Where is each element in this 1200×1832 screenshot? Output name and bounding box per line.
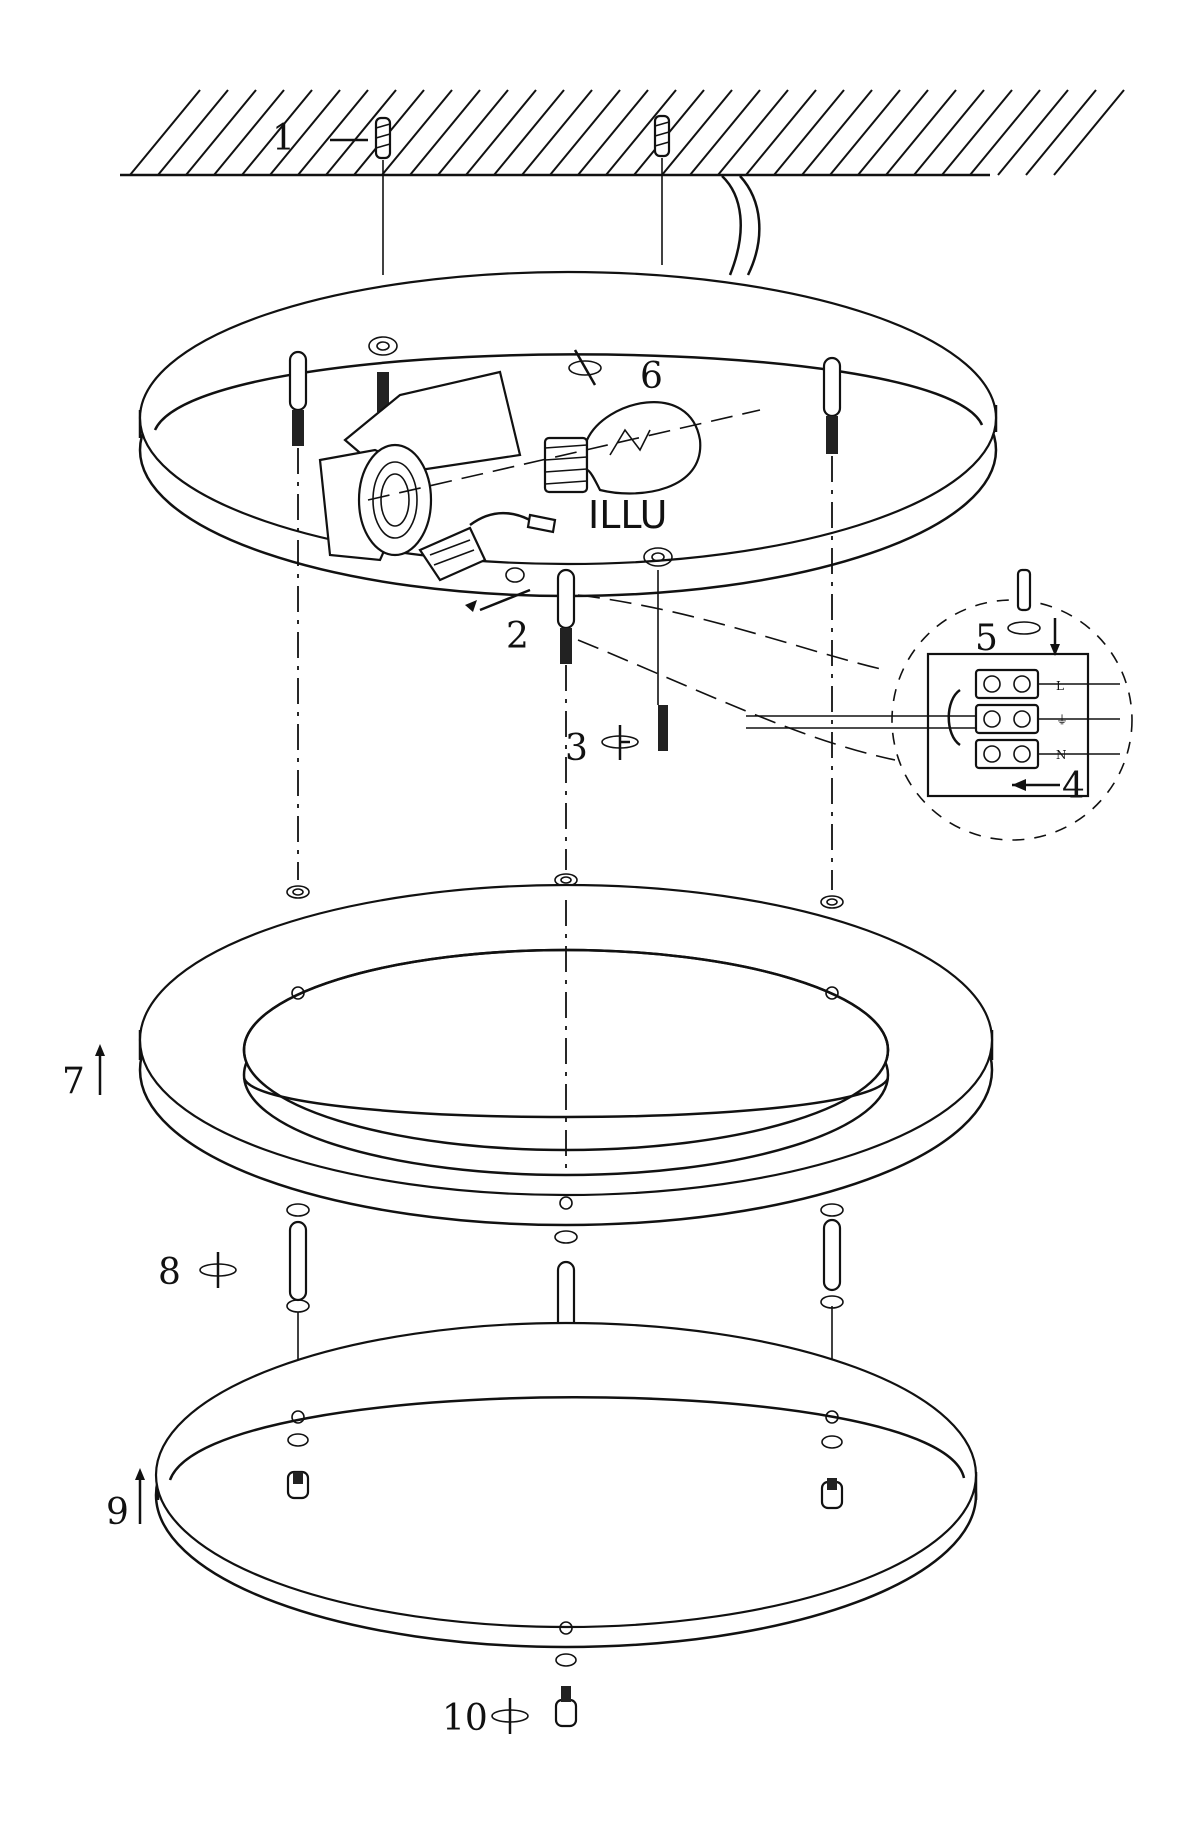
ground-screw	[465, 567, 531, 612]
hatch-line	[269, 89, 341, 176]
terminal-label-l: L	[1056, 679, 1064, 693]
hatch-line	[773, 89, 845, 176]
hatch-line	[325, 89, 397, 176]
hatch-line	[829, 89, 901, 176]
plate-standoff-center	[556, 568, 576, 664]
hatch-line	[493, 89, 565, 176]
hatch-line	[969, 89, 1041, 176]
bulb-axis	[367, 409, 761, 501]
hatch-line	[213, 89, 285, 176]
hatch-line	[157, 89, 229, 176]
diffuser-plate	[154, 1321, 978, 1728]
plate-washer-lower	[643, 547, 673, 567]
standoffs-8	[286, 1203, 844, 1375]
brand-label: ILLU	[588, 493, 667, 537]
callout-10: 10	[442, 1698, 488, 1739]
hatch-line	[409, 89, 481, 176]
hatch-line	[185, 89, 257, 176]
hatch-line	[129, 89, 201, 176]
hatch-line	[1053, 89, 1125, 176]
ceiling	[120, 89, 1125, 276]
ceiling-hatch	[129, 89, 1125, 176]
callout-5: 5	[975, 618, 998, 659]
ceiling-anchor-left	[374, 116, 392, 160]
hatch-line	[913, 89, 985, 176]
ceiling-anchor-right	[653, 114, 671, 158]
callout-2: 2	[506, 616, 529, 657]
washers-above-ring	[286, 873, 844, 909]
screw-3	[601, 570, 668, 760]
callout-6: 6	[640, 356, 663, 397]
hatch-line	[941, 89, 1013, 176]
rotate-symbol-bulb	[568, 349, 602, 386]
terminal-label-n: N	[1056, 748, 1067, 762]
hatch-line	[745, 89, 817, 176]
callout-9: 9	[106, 1492, 129, 1533]
callout-1: 1	[272, 118, 295, 159]
callout-3: 3	[565, 728, 588, 769]
callout-7: 7	[62, 1061, 85, 1102]
socket-terminal-block	[418, 526, 487, 582]
hatch-line	[381, 89, 453, 176]
light-bulb	[543, 401, 702, 495]
hatch-line	[801, 89, 873, 176]
plate-standoff-left	[288, 350, 308, 446]
hatch-line	[1025, 89, 1097, 176]
terminal-rows	[974, 668, 1040, 770]
mounting-plate-top	[138, 270, 998, 566]
supply-cable	[721, 175, 742, 276]
terminal-label-earth: ⏚	[1056, 713, 1068, 727]
screwdriver-icon	[1016, 568, 1032, 612]
callout-4: 4	[1062, 766, 1085, 807]
hatch-line	[717, 89, 789, 176]
decorative-ring	[138, 883, 994, 1227]
hatch-line	[661, 89, 733, 176]
callout-8: 8	[158, 1252, 181, 1293]
detail-circle	[891, 599, 1133, 841]
hatch-line	[521, 89, 593, 176]
hatch-line	[549, 89, 621, 176]
arrow-indicators	[95, 1044, 529, 1734]
hatch-line	[857, 89, 929, 176]
hatch-line	[885, 89, 957, 176]
hatch-line	[297, 89, 369, 176]
hatch-line	[437, 89, 509, 176]
hatch-line	[465, 89, 537, 176]
hatch-line	[241, 89, 313, 176]
lamp-holder-bracket	[318, 370, 522, 562]
hatch-line	[997, 89, 1069, 176]
plate-screw-upper	[368, 336, 398, 412]
hatch-line	[689, 89, 761, 176]
wiring-detail: L ⏚ N	[746, 568, 1133, 841]
plate-standoff-right	[822, 356, 842, 454]
hatch-line	[577, 89, 649, 176]
hatch-line	[605, 89, 677, 176]
mounting-plate	[138, 270, 998, 664]
